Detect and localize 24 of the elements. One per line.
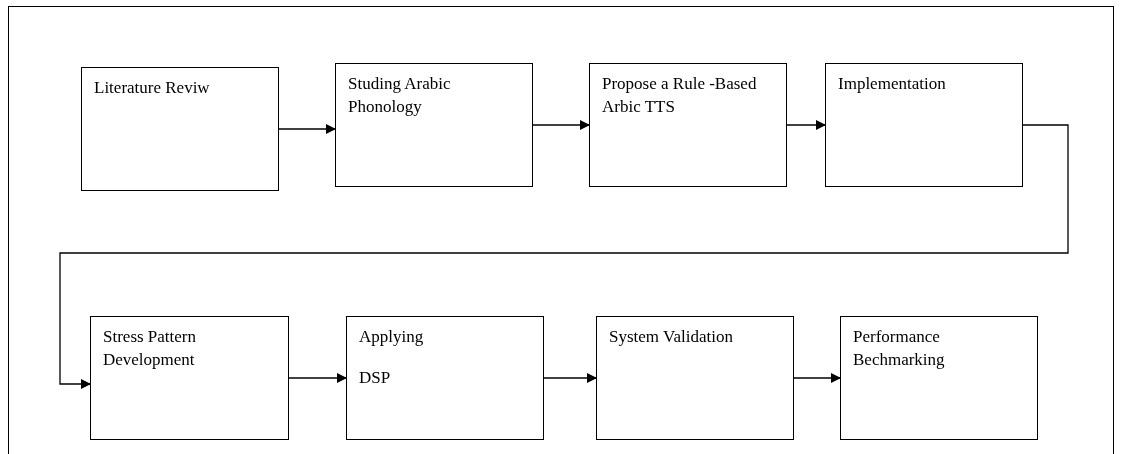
box-text: Studing Arabic Phonology: [348, 73, 452, 118]
box-text: Performance Bechmarking: [853, 326, 946, 371]
box-text: Implementation: [838, 73, 947, 95]
box-text: DSP: [359, 367, 392, 389]
box-text: System Validation: [609, 326, 734, 348]
box-text: Literature Reviw: [94, 77, 211, 99]
process-box: [825, 63, 1023, 187]
process-box: [335, 63, 533, 187]
arrow: [288, 373, 347, 383]
box-text: Applying: [359, 326, 425, 348]
box-text: Propose a Rule -Based Arbic TTS: [602, 73, 758, 118]
process-box: [589, 63, 787, 187]
arrow: [543, 373, 597, 383]
arrow: [59, 124, 1069, 389]
box-text: Stress Pattern Development: [103, 326, 198, 371]
process-box: [81, 67, 279, 191]
arrow: [278, 124, 336, 134]
arrow: [532, 120, 590, 130]
process-box: [346, 316, 544, 440]
process-box: [90, 316, 289, 440]
process-box: [840, 316, 1038, 440]
arrow: [793, 373, 841, 383]
process-box: [596, 316, 794, 440]
arrow: [786, 120, 826, 130]
